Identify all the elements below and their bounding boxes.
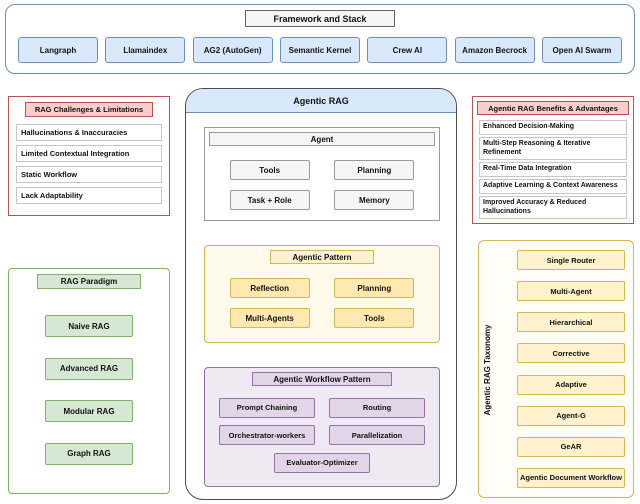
paradigm-item-graph-rag: Graph RAG (45, 442, 133, 465)
workflow-item-parallelization: Parallelization (329, 425, 425, 445)
framework-stack-title: Framework and Stack (245, 10, 395, 27)
agentic-pattern-grid: Reflection Planning Multi-Agents Tools (205, 268, 439, 338)
framework-items-row: Langraph Llamaindex AG2 (AutoGen) Semant… (18, 37, 622, 63)
paradigm-item-naive-rag: Naive RAG (45, 315, 133, 338)
taxonomy-item-hierarchical: Hierarchical (517, 312, 625, 333)
agentic-pattern-box: Agentic Pattern Reflection Planning Mult… (204, 245, 440, 343)
rag-paradigm-list: Naive RAG Advanced RAG Modular RAG Graph… (9, 295, 169, 485)
pattern-item-tools: Tools (334, 308, 415, 328)
rag-challenges-title: RAG Challenges & Limitations (25, 102, 153, 117)
taxonomy-item-agentic-document-workflow: Agentic Document Workflow (517, 467, 625, 488)
taxonomy-item-gear: GeAR (517, 436, 625, 457)
framework-stack-panel: Framework and Stack Langraph Llamaindex … (5, 4, 635, 74)
rag-challenges-list: Hallucinations & Inaccuracies Limited Co… (16, 124, 162, 204)
pattern-item-reflection: Reflection (229, 278, 310, 298)
agentic-rag-title: Agentic RAG (186, 89, 456, 113)
taxonomy-item-adaptive: Adaptive (517, 374, 625, 395)
challenge-item-hallucinations: Hallucinations & Inaccuracies (16, 124, 162, 141)
rag-paradigm-title: RAG Paradigm (37, 274, 141, 289)
framework-item-langraph: Langraph (18, 37, 98, 63)
rag-paradigm-panel: RAG Paradigm Naive RAG Advanced RAG Modu… (8, 268, 170, 494)
taxonomy-item-multi-agent: Multi-Agent (517, 281, 625, 302)
taxonomy-item-corrective: Corrective (517, 343, 625, 364)
pattern-item-planning: Planning (334, 278, 415, 298)
agentic-workflow-box: Agentic Workflow Pattern Prompt Chaining… (204, 367, 440, 487)
framework-item-semantic-kernel: Semantic Kernel (279, 37, 360, 63)
paradigm-item-modular-rag: Modular RAG (45, 400, 133, 423)
agent-item-planning: Planning (334, 160, 415, 180)
agent-item-tools: Tools (229, 160, 310, 180)
agent-title: Agent (209, 132, 435, 146)
benefit-item-multi-step-reasoning: Multi-Step Reasoning & Iterative Refinem… (479, 136, 627, 161)
agentic-rag-panel: Agentic RAG Agent Tools Planning Task + … (185, 88, 457, 500)
framework-item-crew-ai: Crew AI (367, 37, 448, 63)
agent-box: Agent Tools Planning Task + Role Memory (204, 127, 440, 221)
taxonomy-item-single-router: Single Router (517, 250, 625, 270)
framework-item-openai-swarm: Open AI Swarm (541, 37, 622, 63)
agent-item-task-role: Task + Role (229, 190, 310, 210)
framework-item-llamaindex: Llamaindex (105, 37, 186, 63)
framework-item-ag2: AG2 (AutoGen) (192, 37, 273, 63)
benefits-list: Enhanced Decision-Making Multi-Step Reas… (479, 120, 627, 220)
benefits-panel: Agentic RAG Benefits & Advantages Enhanc… (472, 96, 634, 224)
workflow-item-routing: Routing (329, 397, 425, 418)
workflow-item-evaluator-optimizer: Evaluator-Optimizer (274, 452, 370, 473)
taxonomy-panel: Agentic RAG Taxonomy Single Router Multi… (478, 240, 634, 498)
agentic-workflow-grid: Prompt Chaining Routing Orchestrator-wor… (205, 390, 439, 480)
agentic-workflow-title: Agentic Workflow Pattern (252, 372, 392, 386)
pattern-item-multi-agents: Multi-Agents (229, 308, 310, 328)
framework-item-amazon-bedrock: Amazon Becrock (454, 37, 535, 63)
challenge-item-static-workflow: Static Workflow (16, 166, 162, 183)
benefits-title: Agentic RAG Benefits & Advantages (477, 101, 629, 115)
taxonomy-item-agent-g: Agent-G (517, 405, 625, 426)
agent-item-memory: Memory (334, 190, 415, 210)
workflow-item-orchestrator-workers: Orchestrator-workers (219, 425, 315, 445)
taxonomy-title: Agentic RAG Taxonomy (482, 324, 492, 416)
benefit-item-adaptive-learning: Adaptive Learning & Context Awareness (479, 179, 627, 194)
agent-grid: Tools Planning Task + Role Memory (205, 150, 439, 220)
benefit-item-improved-accuracy: Improved Accuracy & Reduced Hallucinatio… (479, 195, 627, 220)
benefit-item-decision-making: Enhanced Decision-Making (479, 120, 627, 135)
challenge-item-contextual: Limited Contextual Integration (16, 145, 162, 162)
rag-challenges-panel: RAG Challenges & Limitations Hallucinati… (8, 96, 170, 216)
workflow-item-prompt-chaining: Prompt Chaining (219, 397, 315, 418)
taxonomy-list: Single Router Multi-Agent Hierarchical C… (517, 250, 625, 488)
paradigm-item-advanced-rag: Advanced RAG (45, 357, 133, 380)
benefit-item-real-time-data: Real-Time Data Integration (479, 162, 627, 177)
challenge-item-lack-adaptability: Lack Adaptability (16, 187, 162, 204)
agentic-pattern-title: Agentic Pattern (270, 250, 374, 264)
